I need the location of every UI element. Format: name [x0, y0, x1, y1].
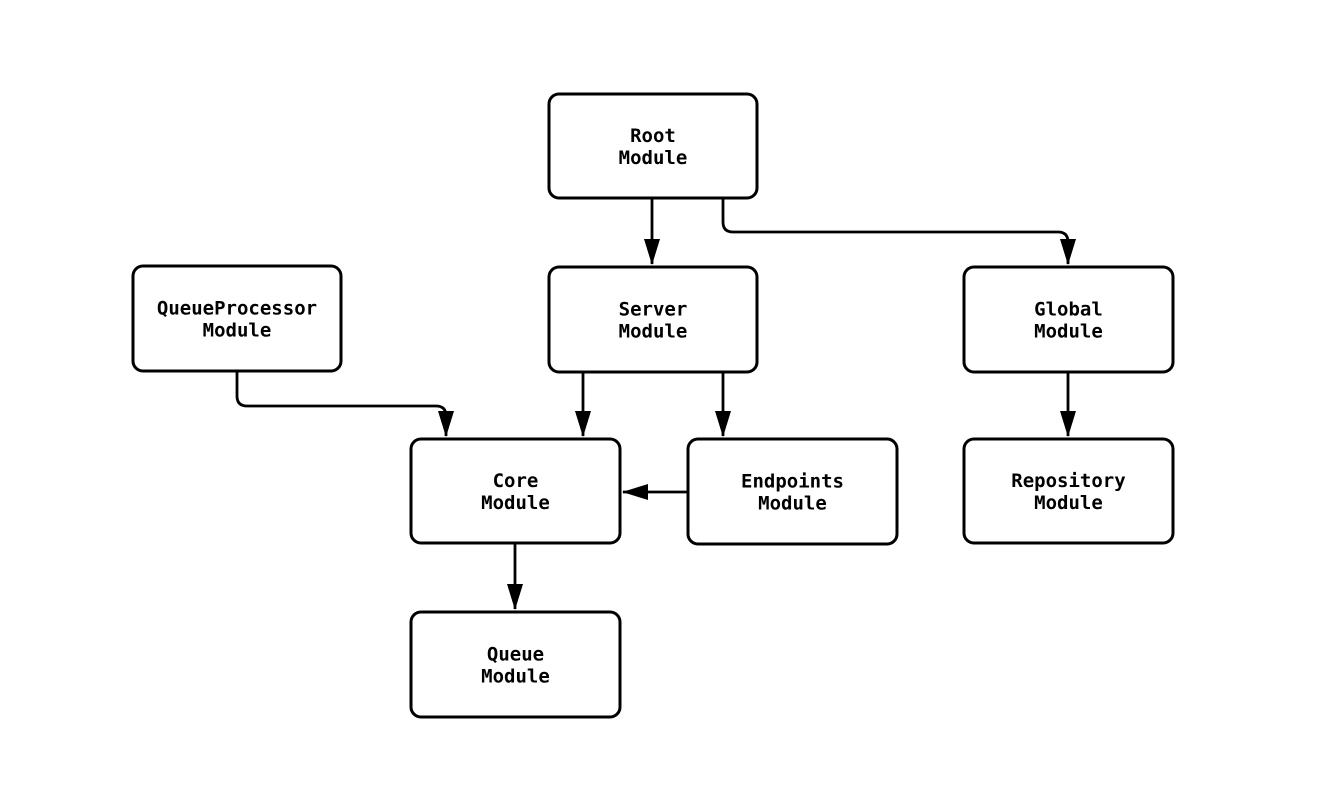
node-box-global [962, 265, 1175, 374]
node-box-server [547, 265, 759, 374]
node-box-endpoints [686, 437, 899, 546]
edges-layer [235, 198, 1076, 610]
edge-root-to-global [721, 198, 1076, 265]
edge-queue-processor-to-core [235, 371, 454, 437]
node-box-root [547, 92, 759, 200]
node-box-repository [962, 437, 1175, 545]
node-box-queue [409, 610, 622, 719]
node-box-queue-processor [131, 264, 343, 373]
node-box-core [409, 437, 622, 545]
